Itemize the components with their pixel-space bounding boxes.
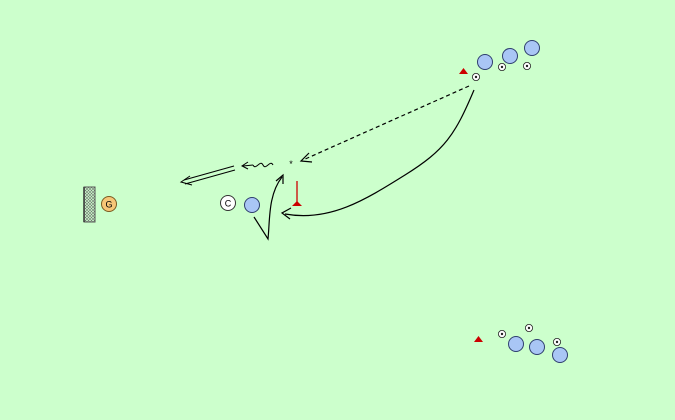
player-icon	[529, 339, 545, 355]
goalkeeper-label: G	[105, 200, 112, 210]
run-arrow	[280, 89, 475, 220]
goal-icon	[83, 186, 96, 223]
coach-icon: C	[220, 195, 236, 211]
pole-icon	[292, 181, 302, 206]
soccer-ball-icon	[471, 73, 480, 82]
player-icon	[552, 347, 568, 363]
player-icon	[524, 40, 540, 56]
soccer-ball-icon	[497, 63, 506, 72]
cone-icon	[474, 336, 483, 342]
player-icon	[477, 54, 493, 70]
coach-label: C	[225, 199, 232, 209]
player-icon	[244, 197, 260, 213]
goalkeeper-icon: G	[101, 196, 117, 212]
run-arrow	[253, 173, 284, 241]
soccer-ball-icon	[523, 62, 532, 71]
shot-arrow	[179, 165, 236, 186]
pass-arrow	[299, 85, 470, 163]
dribble-line	[241, 161, 274, 170]
asterisk-mark: *	[289, 159, 293, 169]
soccer-ball-icon	[497, 329, 506, 338]
player-icon	[502, 48, 518, 64]
soccer-ball-icon	[553, 337, 562, 346]
player-icon	[508, 336, 524, 352]
cone-icon	[459, 68, 468, 74]
soccer-ball-icon	[525, 323, 534, 332]
